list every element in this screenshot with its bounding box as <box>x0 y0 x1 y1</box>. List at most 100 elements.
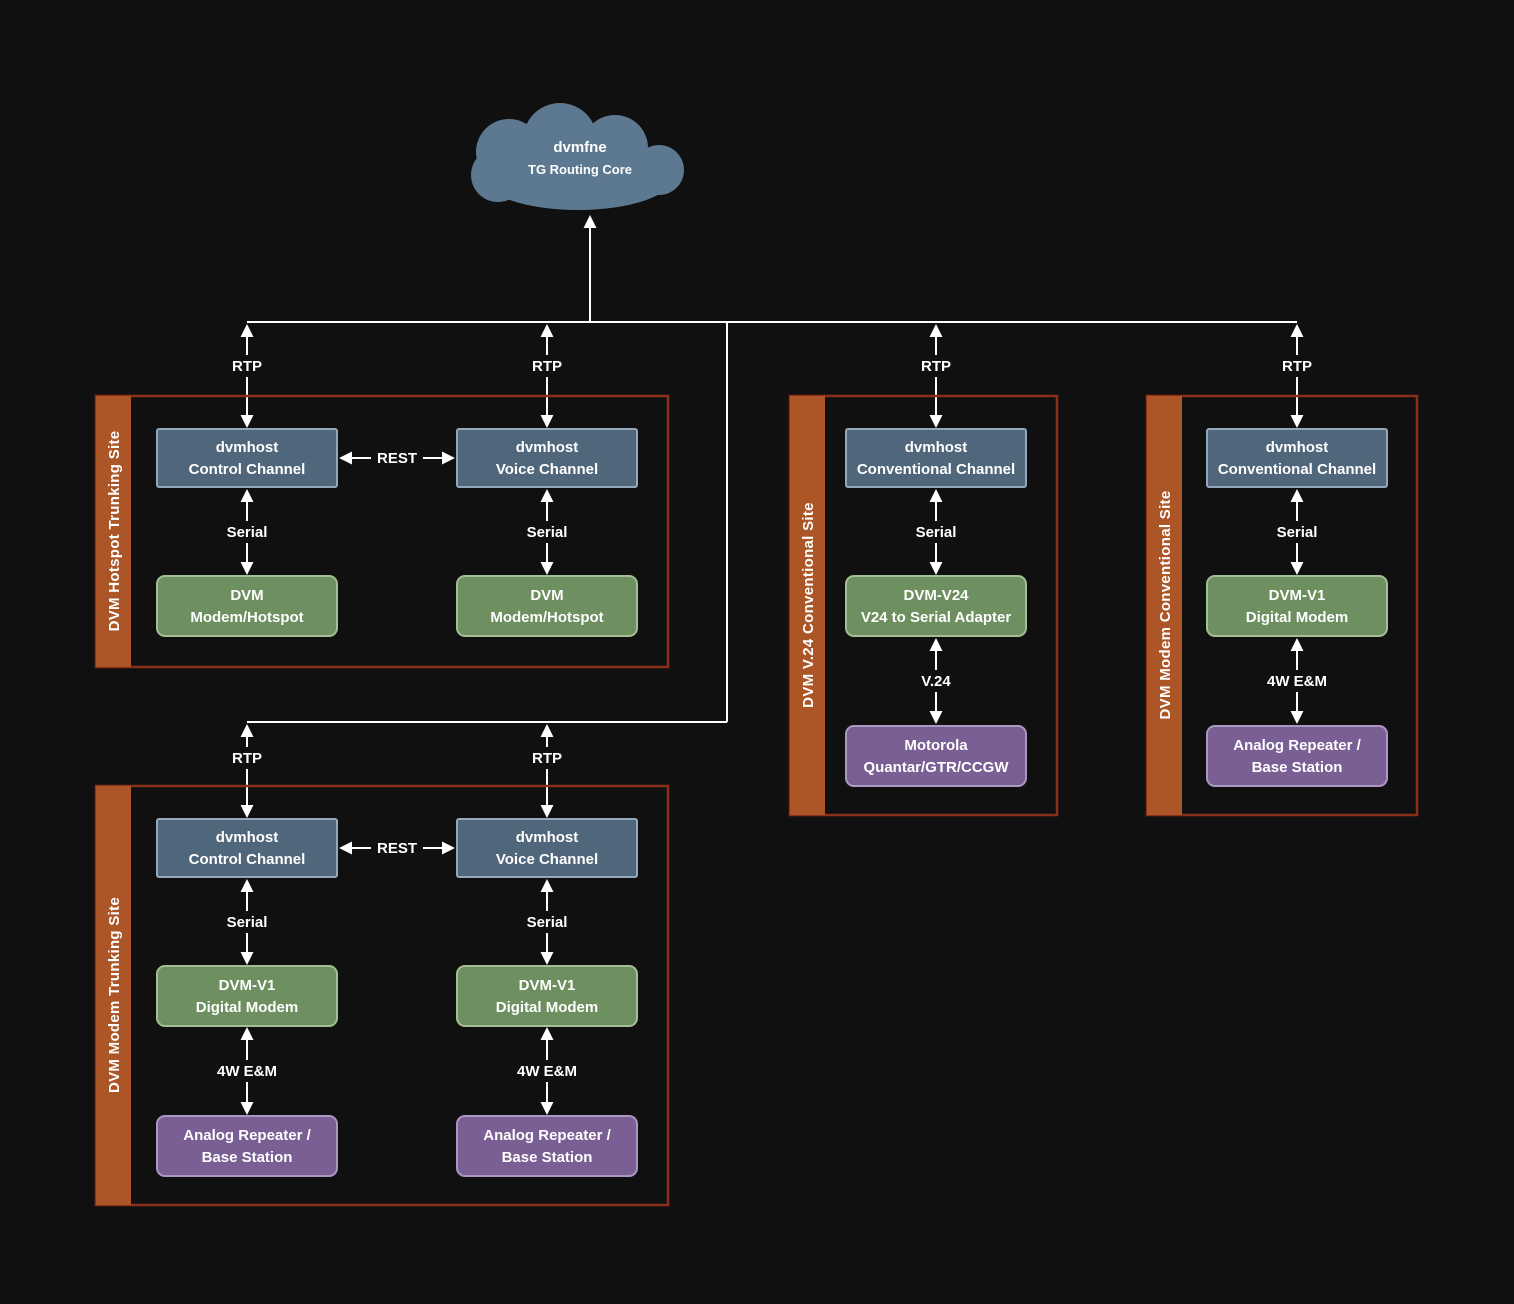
node-dvm-v1-digital-modem: DVM-V1 Digital Modem <box>1206 575 1388 637</box>
label-backplate <box>221 911 273 933</box>
link-serial-hotspot-right: Serial <box>521 489 573 575</box>
label-backplate <box>371 447 423 469</box>
node-dvmhost-voice-channel: dvmhost Voice Channel <box>456 428 638 488</box>
rtp-label: RTP <box>532 358 562 375</box>
site-title-bar <box>96 396 131 667</box>
node-box <box>456 575 638 637</box>
node-box <box>456 428 638 488</box>
node-line1: dvmhost <box>216 829 279 846</box>
node-dvm-v1-digital-modem-left: DVM-V1 Digital Modem <box>156 965 338 1027</box>
node-box <box>156 965 338 1027</box>
site-title: DVM Modem Trunking Site <box>106 897 123 1093</box>
backbone-wires <box>247 215 1297 723</box>
node-line1: Motorola <box>904 737 968 754</box>
node-line2: Voice Channel <box>496 461 598 478</box>
node-line1: DVM <box>230 587 263 604</box>
node-line2: Modem/Hotspot <box>190 609 303 626</box>
link-serial-modem-trunking-left: Serial <box>221 879 273 965</box>
link-serial-v24: Serial <box>910 489 962 575</box>
node-line1: Analog Repeater / <box>483 1127 611 1144</box>
node-motorola-quantar: Motorola Quantar/GTR/CCGW <box>845 725 1027 787</box>
node-box <box>456 965 638 1027</box>
node-line1: DVM-V24 <box>903 587 969 604</box>
serial-label: Serial <box>1277 524 1318 541</box>
cloud-body <box>483 144 673 210</box>
node-box <box>156 1115 338 1177</box>
link-v24: V.24 <box>914 638 958 724</box>
node-line2: Control Channel <box>189 461 306 478</box>
label-backplate <box>511 1060 583 1082</box>
node-dvmhost-voice-channel-modem: dvmhost Voice Channel <box>456 818 638 878</box>
serial-label: Serial <box>527 914 568 931</box>
label-backplate <box>521 521 573 543</box>
cloud-label-line2: TG Routing Core <box>528 162 632 177</box>
4w-em-label: 4W E&M <box>1267 673 1327 690</box>
label-backplate <box>227 747 267 769</box>
label-backplate <box>521 911 573 933</box>
rest-label: REST <box>377 840 417 857</box>
node-line2: Conventional Channel <box>857 461 1015 478</box>
label-backplate <box>916 355 956 377</box>
node-line1: dvmhost <box>216 439 279 456</box>
rtp-label: RTP <box>232 750 262 767</box>
site-title: DVM Hotspot Trunking Site <box>106 431 123 632</box>
site-title-bar <box>1147 396 1182 815</box>
node-dvm-v24-adapter: DVM-V24 V24 to Serial Adapter <box>845 575 1027 637</box>
serial-label: Serial <box>527 524 568 541</box>
node-line2: Digital Modem <box>496 999 599 1016</box>
serial-label: Serial <box>916 524 957 541</box>
link-4w-em-modem-conventional: 4W E&M <box>1261 638 1333 724</box>
node-line1: dvmhost <box>516 439 579 456</box>
serial-label: Serial <box>227 914 268 931</box>
rtp-label: RTP <box>232 358 262 375</box>
node-line1: DVM-V1 <box>219 977 276 994</box>
rtp-label: RTP <box>1282 358 1312 375</box>
node-line2: Conventional Channel <box>1218 461 1376 478</box>
cloud-label-line1: dvmfne <box>553 139 606 156</box>
node-box <box>845 428 1027 488</box>
rest-label: REST <box>377 450 417 467</box>
node-box <box>156 428 338 488</box>
cloud-tg-routing-core: dvmfne TG Routing Core <box>471 103 684 210</box>
node-dvmhost-control-channel-modem: dvmhost Control Channel <box>156 818 338 878</box>
node-dvm-modem-hotspot-right: DVM Modem/Hotspot <box>456 575 638 637</box>
label-backplate <box>527 747 567 769</box>
4w-em-label: 4W E&M <box>517 1063 577 1080</box>
label-backplate <box>211 1060 283 1082</box>
node-line1: dvmhost <box>516 829 579 846</box>
link-rtp-modem-trunking-voice: RTP <box>527 724 567 818</box>
node-box <box>456 1115 638 1177</box>
site-title-bar <box>96 786 131 1205</box>
rtp-label: RTP <box>532 750 562 767</box>
site-title: DVM V.24 Conventional Site <box>800 502 817 708</box>
node-line2: V24 to Serial Adapter <box>861 609 1011 626</box>
node-line1: DVM-V1 <box>519 977 576 994</box>
node-analog-repeater: Analog Repeater / Base Station <box>1206 725 1388 787</box>
node-line2: Quantar/GTR/CCGW <box>864 759 1010 776</box>
node-box <box>156 818 338 878</box>
site-title-bar <box>790 396 825 815</box>
label-backplate <box>227 355 267 377</box>
node-dvm-v1-digital-modem-right: DVM-V1 Digital Modem <box>456 965 638 1027</box>
link-rest-modem-trunking: REST <box>339 837 455 859</box>
node-analog-repeater-right: Analog Repeater / Base Station <box>456 1115 638 1177</box>
node-line2: Modem/Hotspot <box>490 609 603 626</box>
node-box <box>1206 428 1388 488</box>
label-backplate <box>221 521 273 543</box>
node-dvmhost-conventional-channel-v24: dvmhost Conventional Channel <box>845 428 1027 488</box>
site-dvm-v24-conventional: DVM V.24 Conventional Site Serial V.24 d… <box>788 394 1059 817</box>
node-line1: Analog Repeater / <box>183 1127 311 1144</box>
node-box <box>845 725 1027 787</box>
site-title: DVM Modem Conventional Site <box>1157 491 1174 720</box>
node-line2: Base Station <box>502 1149 593 1166</box>
rtp-label: RTP <box>921 358 951 375</box>
link-rtp-modem-conventional-site: RTP <box>1277 324 1317 428</box>
link-4w-em-modem-trunking-right: 4W E&M <box>511 1027 583 1115</box>
node-line2: Digital Modem <box>1246 609 1349 626</box>
node-line1: dvmhost <box>1266 439 1329 456</box>
site-dvm-modem-conventional: DVM Modem Conventional Site Serial 4W E&… <box>1145 394 1419 817</box>
v24-label: V.24 <box>921 673 951 690</box>
node-line2: Digital Modem <box>196 999 299 1016</box>
node-line1: dvmhost <box>905 439 968 456</box>
node-box <box>845 575 1027 637</box>
